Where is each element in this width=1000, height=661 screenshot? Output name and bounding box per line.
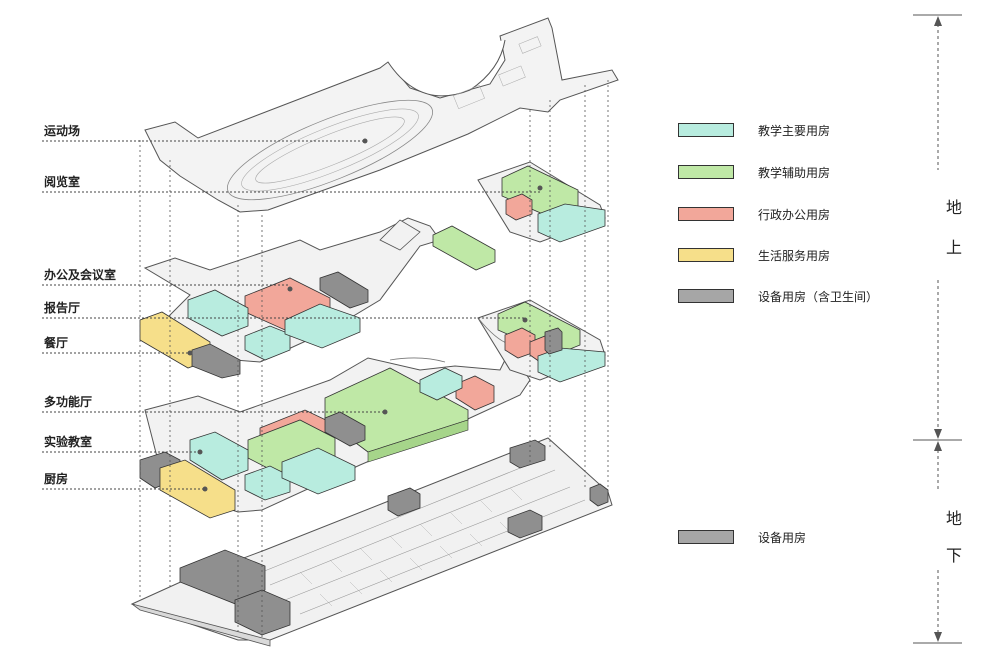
dimension-arrows	[934, 16, 942, 642]
level-1-right-wing	[477, 299, 606, 383]
legend-label: 教学主要用房	[758, 123, 831, 138]
label-lab-classroom: 实验教室	[44, 435, 93, 449]
legend-label: 生活服务用房	[758, 248, 831, 263]
level-1	[139, 349, 531, 519]
legend-swatch	[678, 248, 734, 262]
legend-item-teaching-main: 教学主要用房	[678, 121, 830, 139]
legend-swatch	[678, 530, 734, 544]
legend-item-equipment: 设备用房	[678, 528, 806, 546]
label-dining: 餐厅	[44, 336, 69, 350]
label-auditorium: 报告厅	[44, 301, 81, 315]
legend-swatch	[678, 123, 734, 137]
top-level-sports	[144, 17, 619, 213]
label-multipurpose-hall: 多功能厅	[44, 395, 93, 409]
basement-level	[130, 437, 613, 647]
side-label-above-2: 上	[946, 238, 963, 257]
legend-item-living-service: 生活服务用房	[678, 246, 830, 264]
legend-label: 设备用房（含卫生间）	[758, 289, 879, 304]
legend-item-admin-office: 行政办公用房	[678, 205, 830, 223]
legend-item-teaching-aux: 教学辅助用房	[678, 163, 830, 181]
side-label-below-2: 下	[946, 546, 963, 565]
legend-label: 设备用房	[758, 530, 807, 545]
legend-swatch	[678, 165, 734, 179]
legend-swatch	[678, 289, 734, 303]
label-kitchen: 厨房	[44, 472, 69, 486]
dimension-line	[913, 14, 962, 644]
legend-label: 行政办公用房	[758, 207, 831, 222]
label-office-meeting: 办公及会议室	[44, 268, 117, 282]
side-label-below-1: 地	[946, 509, 963, 528]
label-reading-room: 阅览室	[44, 175, 81, 189]
vertical-guides	[139, 80, 609, 640]
legend-swatch	[678, 207, 734, 221]
level-2	[139, 217, 496, 379]
legend-label: 教学辅助用房	[758, 165, 831, 180]
level-2-right-wing	[477, 161, 606, 243]
leader-lines	[42, 140, 540, 490]
label-sports-field: 运动场	[44, 124, 81, 138]
leader-dots	[187, 138, 543, 492]
legend-item-equipment-wc: 设备用房（含卫生间）	[678, 287, 878, 305]
side-label-above-1: 地	[946, 198, 963, 217]
